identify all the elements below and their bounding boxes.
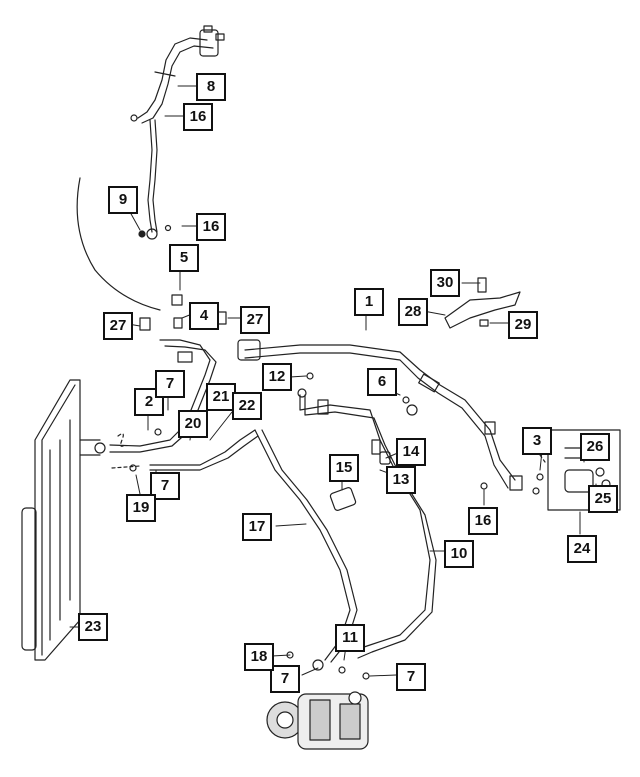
callout-9: 9	[108, 186, 138, 214]
liquid-line-assembly	[109, 339, 259, 471]
callout-29: 29	[508, 311, 538, 339]
detail-boundary-arc	[76, 177, 161, 311]
callout-19: 19	[126, 494, 156, 522]
callout-16-middle: 16	[196, 213, 226, 241]
callout-16-upper: 16	[183, 103, 213, 131]
callout-11: 11	[335, 624, 365, 652]
callout-20: 20	[178, 410, 208, 438]
callout-1: 1	[354, 288, 384, 316]
callout-22: 22	[232, 392, 262, 420]
callout-3: 3	[522, 427, 552, 455]
callout-4: 4	[189, 302, 219, 330]
callout-7-compressor-right: 7	[396, 663, 426, 691]
callout-21: 21	[206, 383, 236, 411]
hose-bracket	[329, 487, 357, 511]
callout-24: 24	[567, 535, 597, 563]
callout-26: 26	[580, 433, 610, 461]
callout-18: 18	[244, 643, 274, 671]
suction-line-assembly	[244, 344, 523, 491]
callout-27-right: 27	[240, 306, 270, 334]
suction-hose	[297, 388, 437, 659]
callout-10: 10	[444, 540, 474, 568]
callout-15: 15	[329, 454, 359, 482]
callout-7-upper: 7	[155, 370, 185, 398]
callout-8: 8	[196, 73, 226, 101]
callout-30: 30	[430, 269, 460, 297]
ac-compressor	[266, 691, 369, 750]
callout-14: 14	[396, 438, 426, 466]
callout-27-left: 27	[103, 312, 133, 340]
callout-13: 13	[386, 466, 416, 494]
callout-28: 28	[398, 298, 428, 326]
valve-core	[379, 451, 391, 465]
condenser	[21, 379, 106, 661]
callout-16-right: 16	[468, 507, 498, 535]
callout-23: 23	[78, 613, 108, 641]
callout-6: 6	[367, 368, 397, 396]
callout-7-compressor-left: 7	[270, 665, 300, 693]
callout-17: 17	[242, 513, 272, 541]
line-bracket	[444, 277, 521, 329]
callout-12: 12	[262, 363, 292, 391]
callout-5: 5	[169, 244, 199, 272]
callout-25: 25	[588, 485, 618, 513]
upper-ac-line-assembly	[130, 25, 225, 240]
